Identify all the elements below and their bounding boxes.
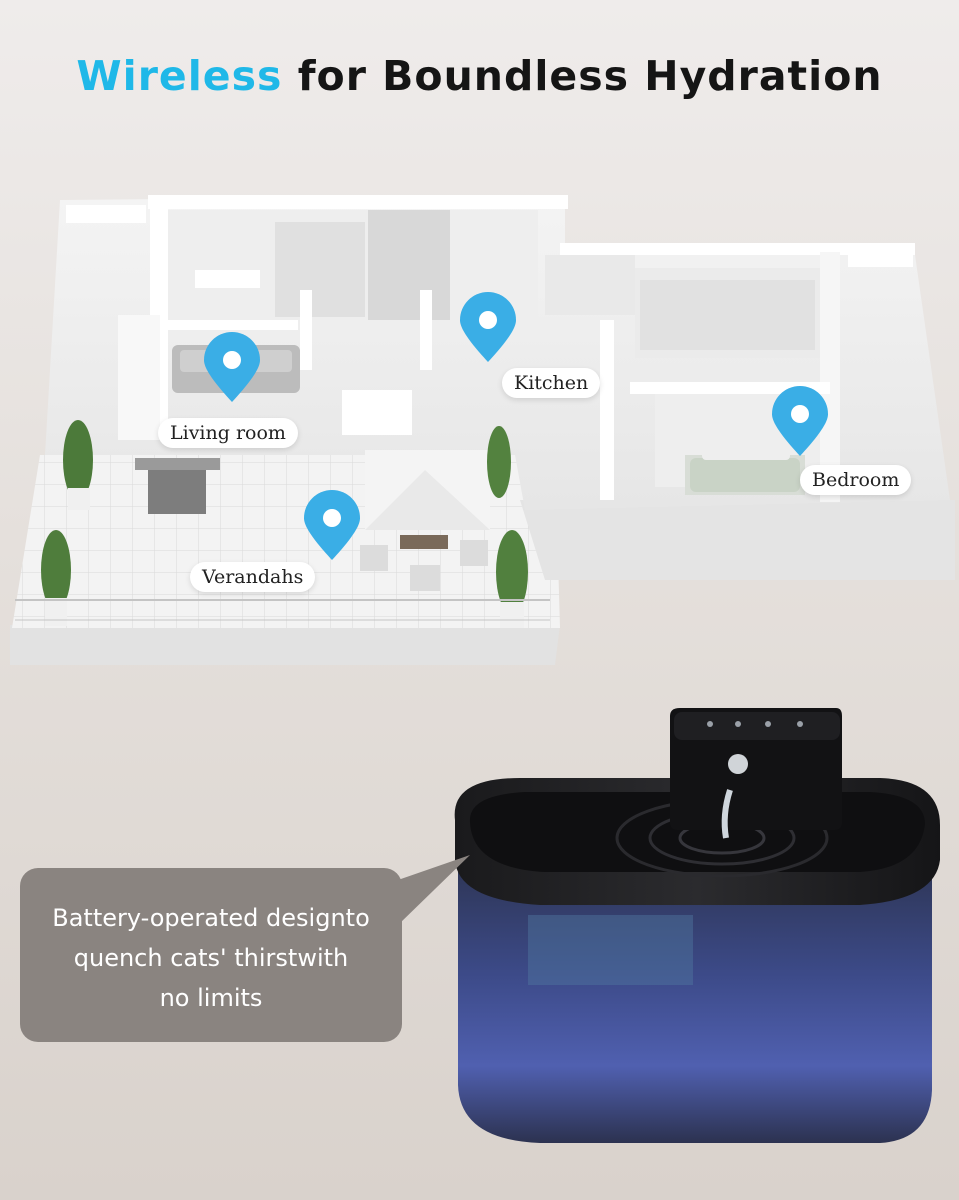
page-headline: Wireless for Boundless Hydration — [0, 52, 959, 100]
callout-line-2: quench cats' thirstwith — [73, 944, 349, 972]
map-pin-icon — [304, 490, 360, 560]
callout-pointer — [398, 855, 470, 925]
callout-line-3: no limits — [159, 984, 263, 1012]
headline-accent-word: Wireless — [76, 52, 283, 100]
map-pin-icon — [204, 332, 260, 402]
map-pin-icon — [460, 292, 516, 362]
pin-label-living-room: Living room — [158, 418, 298, 448]
callout-line-1: Battery-operated designto — [52, 904, 370, 932]
headline-rest: for Boundless Hydration — [297, 52, 883, 100]
feature-callout: Battery-operated designto quench cats' t… — [20, 868, 402, 1042]
pin-label-bedroom: Bedroom — [800, 465, 912, 495]
map-pin-icon — [772, 386, 828, 456]
pin-label-kitchen: Kitchen — [502, 368, 601, 398]
pet-water-fountain — [454, 708, 940, 1143]
pin-label-verandahs: Verandahs — [190, 562, 316, 592]
